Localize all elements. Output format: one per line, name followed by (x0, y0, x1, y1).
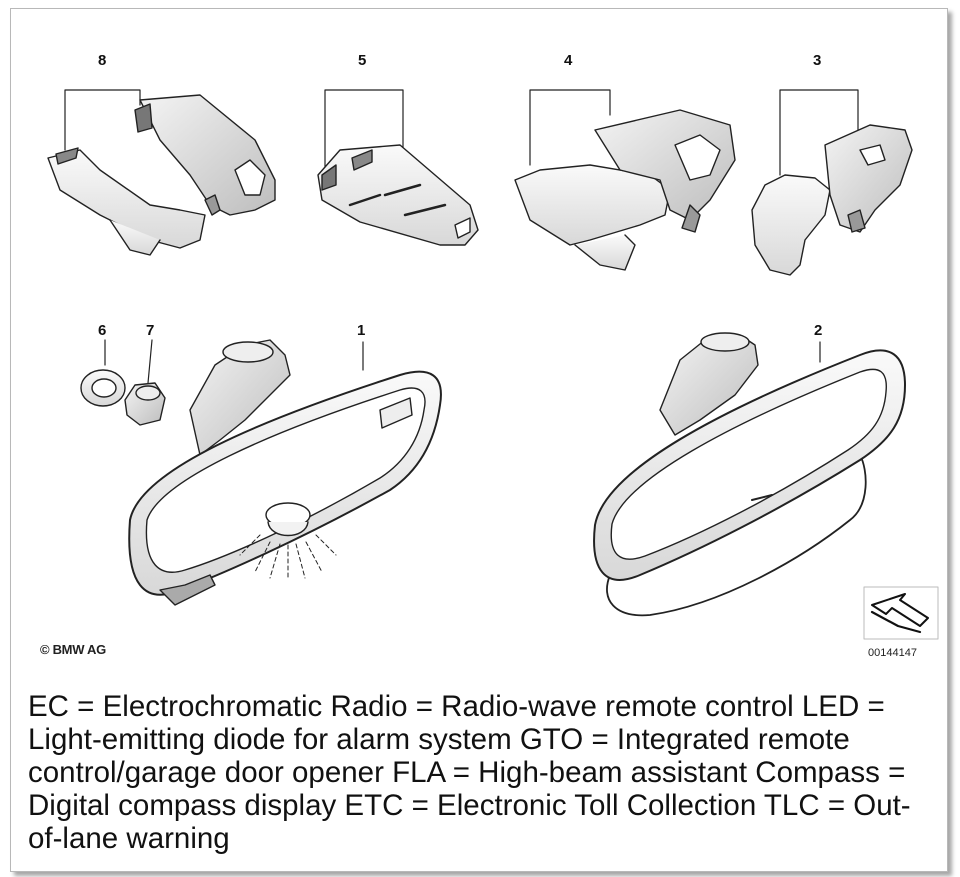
part-number: 00144147 (868, 647, 917, 659)
part-3-cover (751, 89, 913, 276)
direction-arrow-icon (863, 586, 939, 640)
callout-8: 8 (98, 52, 107, 69)
callout-7: 7 (146, 322, 155, 339)
callout-4: 4 (564, 52, 573, 69)
part-4-cover (514, 89, 736, 271)
part-5-cover (317, 89, 479, 246)
legend-text: EC = Electrochromatic Radio = Radio-wave… (28, 690, 911, 855)
part-1-mirror (128, 339, 442, 606)
copyright-text: © BMW AG (40, 642, 106, 657)
callout-5: 5 (358, 52, 367, 69)
callout-3: 3 (813, 52, 822, 69)
callout-1: 1 (357, 322, 366, 339)
callout-6: 6 (98, 322, 107, 339)
part-2-mirror (593, 332, 906, 617)
parts-illustration (47, 89, 939, 640)
part-7-cap (124, 339, 166, 426)
callout-2: 2 (814, 322, 823, 339)
part-6-ring (80, 339, 126, 407)
part-8-cover (47, 89, 276, 256)
